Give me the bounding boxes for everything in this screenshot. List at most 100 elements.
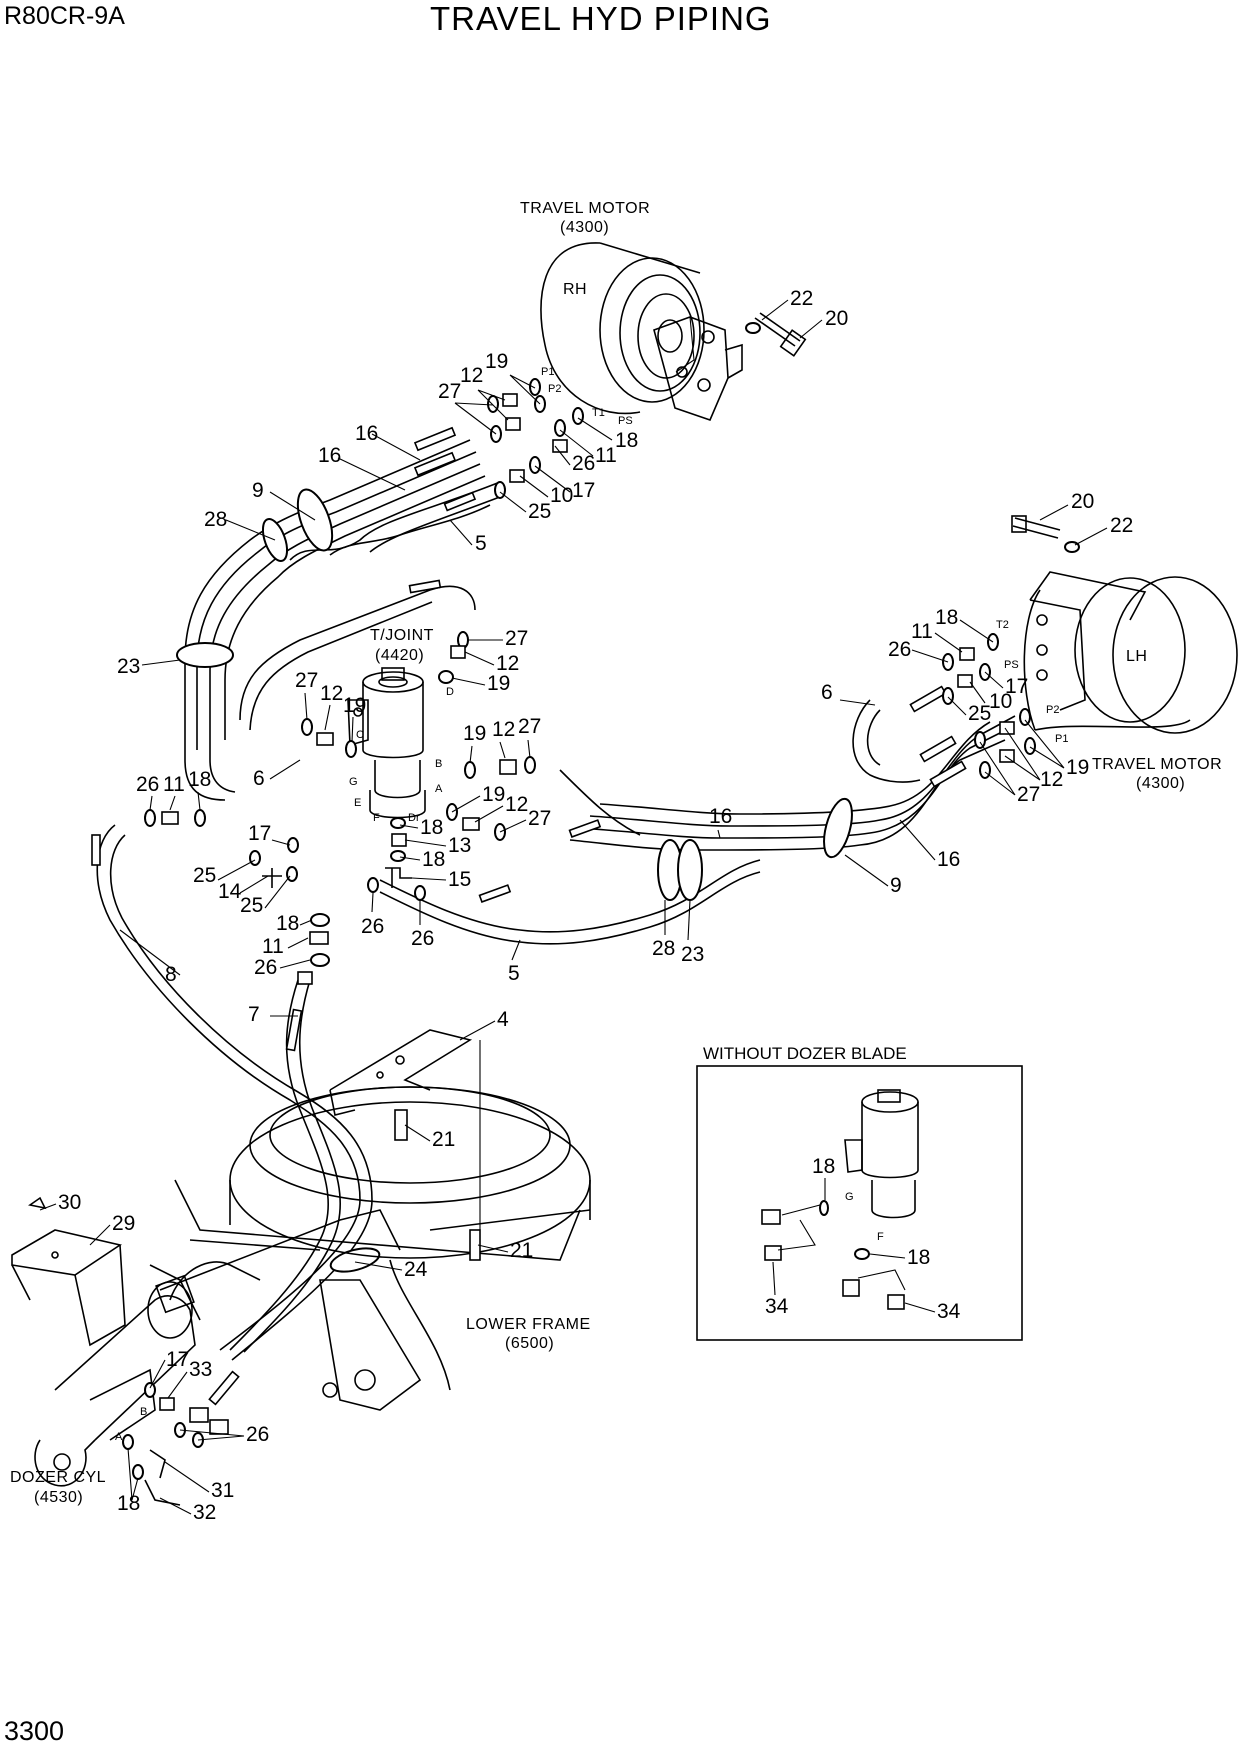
callout: 25 xyxy=(193,864,216,887)
page-number: 3300 xyxy=(4,1716,65,1746)
port-e: E xyxy=(354,797,361,809)
callout: 18 xyxy=(188,768,211,791)
page-title: TRAVEL HYD PIPING xyxy=(430,0,772,37)
callout: 19 xyxy=(463,722,486,745)
port-p2-lh: P2 xyxy=(1046,704,1059,716)
callout: 27 xyxy=(518,715,541,738)
callout: 34 xyxy=(937,1300,961,1323)
callout: 6 xyxy=(253,767,265,790)
inset-port-f: F xyxy=(877,1231,884,1243)
callout: 16 xyxy=(937,848,960,871)
port-dr: Dr xyxy=(408,812,420,824)
callout: 32 xyxy=(193,1501,216,1524)
callout: 18 xyxy=(615,429,638,452)
model-number: R80CR-9A xyxy=(4,2,125,30)
callout: 28 xyxy=(204,508,227,531)
callout: 19 xyxy=(482,783,505,806)
turning-joint: T/JOINT (4420) C D B A E F G Dr xyxy=(347,627,454,824)
callout: 12 xyxy=(496,652,519,675)
callout: 26 xyxy=(572,452,595,475)
callout: 27 xyxy=(505,627,528,650)
callout: 18 xyxy=(907,1246,930,1269)
leader-lines xyxy=(39,299,1108,1515)
dozer-cyl-ref: (4530) xyxy=(34,1489,83,1506)
callout: 27 xyxy=(295,669,318,692)
callout: 26 xyxy=(361,915,384,938)
callout: 17 xyxy=(166,1348,189,1371)
port-a: A xyxy=(435,783,443,795)
callout: 18 xyxy=(812,1155,835,1178)
callout: 23 xyxy=(117,655,140,678)
inset-frame xyxy=(696,1065,1023,1341)
callout: 22 xyxy=(1110,514,1133,537)
callout: 25 xyxy=(528,500,551,523)
callout: 21 xyxy=(432,1128,455,1151)
callout: 30 xyxy=(58,1191,81,1214)
callout: 5 xyxy=(508,962,520,985)
callout: 18 xyxy=(422,848,445,871)
callout: 29 xyxy=(112,1212,135,1235)
callout: 17 xyxy=(248,822,271,845)
callout: 27 xyxy=(438,380,461,403)
callout: 11 xyxy=(262,935,284,958)
callout: 26 xyxy=(254,956,277,979)
t-joint-label: T/JOINT xyxy=(370,627,434,644)
callout: 21 xyxy=(510,1239,533,1262)
callout: 12 xyxy=(460,364,483,387)
lower-frame: LOWER FRAME (6500) xyxy=(159,1029,591,1411)
callout: 20 xyxy=(825,307,848,330)
inset-without-dozer: WITHOUT DOZER BLADE G F xyxy=(696,1044,1023,1341)
port-t2: T2 xyxy=(996,619,1009,631)
callouts: 22 20 19 12 27 18 11 26 17 10 25 16 16 9… xyxy=(58,287,1133,1524)
inset-port-g: G xyxy=(845,1191,854,1203)
port-t1: T1 xyxy=(592,407,605,419)
port-c: C xyxy=(356,729,364,741)
callout: 26 xyxy=(136,773,159,796)
rh-motor-label: TRAVEL MOTOR xyxy=(520,200,650,217)
lower-frame-ref: (6500) xyxy=(505,1335,554,1352)
callout: 24 xyxy=(404,1258,428,1281)
rh-motor-ref: (4300) xyxy=(560,219,609,236)
dozer-cyl-label: DOZER CYL xyxy=(10,1469,106,1486)
fittings xyxy=(144,322,1080,985)
callout: 23 xyxy=(681,943,704,966)
rh-side-label: RH xyxy=(563,281,587,298)
callout: 17 xyxy=(1005,675,1028,698)
callout: 11 xyxy=(163,773,185,796)
callout: 25 xyxy=(968,702,991,725)
callout: 15 xyxy=(448,868,471,891)
dozer-cylinder: DOZER CYL (4530) A B xyxy=(10,1196,229,1506)
callout: 22 xyxy=(790,287,813,310)
callout: 12 xyxy=(1040,768,1063,791)
callout: 20 xyxy=(1071,490,1094,513)
callout: 18 xyxy=(117,1492,140,1515)
lower-frame-label: LOWER FRAME xyxy=(466,1316,591,1333)
callout: 27 xyxy=(528,807,551,830)
hose-bundles xyxy=(91,426,1016,1406)
callout: 12 xyxy=(320,682,343,705)
callout: 26 xyxy=(888,638,911,661)
inset-title: WITHOUT DOZER BLADE xyxy=(703,1044,907,1063)
callout: 9 xyxy=(890,874,902,897)
callout: 8 xyxy=(165,963,177,986)
callout: 11 xyxy=(911,620,933,643)
callout: 18 xyxy=(276,912,299,935)
callout: 27 xyxy=(1017,783,1040,806)
lh-travel-motor: LH TRAVEL MOTOR (4300) T2 PS P2 P1 xyxy=(996,515,1238,792)
callout: 16 xyxy=(318,444,341,467)
lh-side-label: LH xyxy=(1126,648,1147,665)
t-joint-ref: (4420) xyxy=(375,647,424,664)
port-f: F xyxy=(373,812,380,824)
callout: 13 xyxy=(448,834,471,857)
port-g: G xyxy=(349,776,358,788)
callout: 19 xyxy=(485,350,508,373)
callout: 12 xyxy=(505,793,528,816)
port-p1: P1 xyxy=(541,366,554,378)
callout: 14 xyxy=(218,880,242,903)
callout: 12 xyxy=(492,718,515,741)
callout: 28 xyxy=(652,937,675,960)
port-p2: P2 xyxy=(548,383,561,395)
callout: 17 xyxy=(572,479,595,502)
port-b: B xyxy=(435,758,442,770)
